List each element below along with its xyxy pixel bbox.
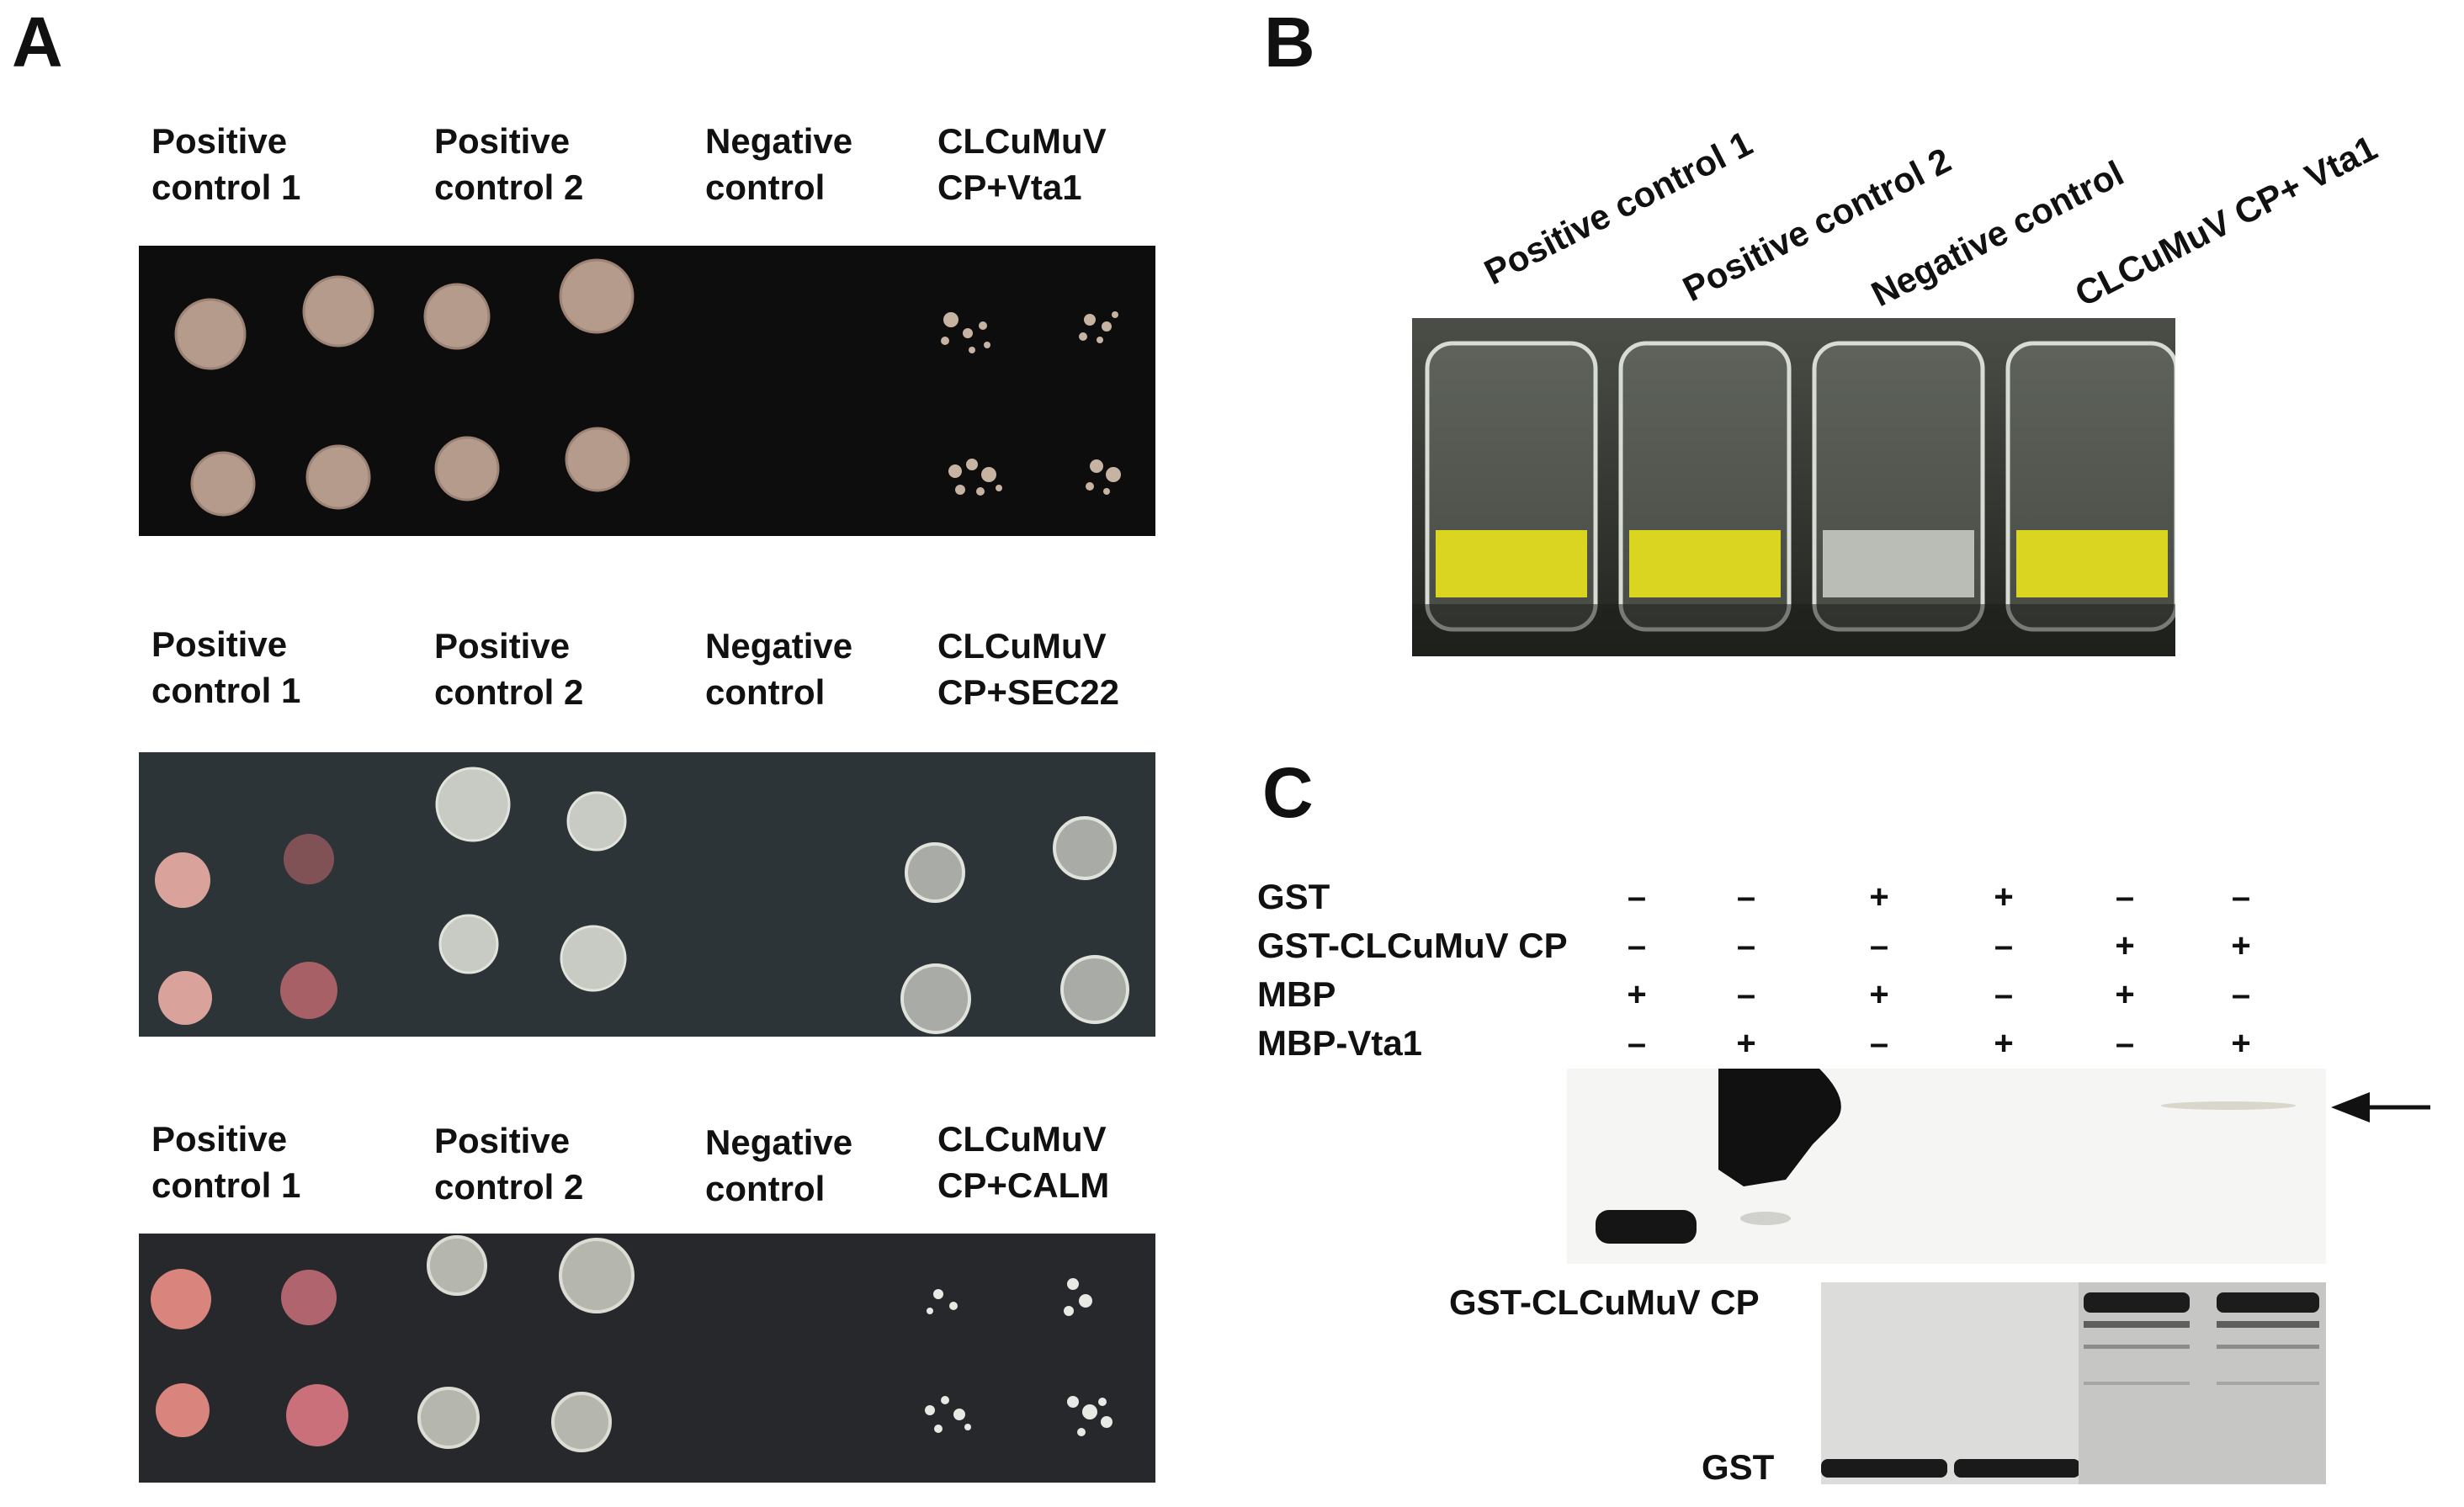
- c-sign-r0-c3: +: [1994, 878, 2014, 915]
- c-sign-r3-c1: +: [1736, 1025, 1756, 1062]
- b-label-test: CLCuMuV CP+ Vta1: [2068, 127, 2383, 315]
- c-sign-r3-c5: +: [2231, 1025, 2251, 1062]
- a3-label-pos2: Positive control 2: [434, 1121, 584, 1207]
- c-sign-r3-c0: –: [1627, 1025, 1647, 1062]
- c-sign-r2-c3: –: [1994, 976, 2014, 1013]
- a2-label-neg: Negative control: [705, 626, 853, 712]
- c-gel-label-bottom: GST: [1702, 1447, 1775, 1487]
- c-sign-r0-c4: –: [2115, 878, 2135, 915]
- c-sign-r0-c5: –: [2231, 878, 2251, 915]
- a1-label-pos1: Positive control 1: [151, 121, 301, 207]
- c-sign-r2-c5: –: [2231, 976, 2251, 1013]
- c-gel-label-top: GST-CLCuMuV CP: [1449, 1282, 1760, 1322]
- a1-label-pos2: Positive control 2: [434, 121, 584, 207]
- c-sign-r0-c2: +: [1869, 878, 1889, 915]
- cuvette-photo: [1412, 318, 2175, 656]
- arrow-icon: [2331, 1090, 2432, 1124]
- panel-c-letter: C: [1262, 753, 1314, 832]
- c-sign-r1-c0: –: [1627, 927, 1647, 964]
- c-sign-r2-c0: +: [1627, 976, 1647, 1013]
- c-sign-r3-c4: –: [2115, 1025, 2135, 1062]
- a3-label-neg: Negative control: [705, 1122, 853, 1208]
- c-sign-r1-c5: +: [2231, 927, 2251, 964]
- c-sign-r1-c1: –: [1736, 927, 1756, 964]
- c-sign-r3-c2: –: [1869, 1025, 1889, 1062]
- c-sign-r2-c1: –: [1736, 976, 1756, 1013]
- panel-a-letter: A: [12, 3, 63, 82]
- c-row-gst-cp: GST-CLCuMuV CP: [1257, 926, 1568, 965]
- c-sign-r3-c3: +: [1994, 1025, 2014, 1062]
- c-sign-r2-c4: +: [2115, 976, 2135, 1013]
- panel-b-letter: B: [1264, 3, 1315, 82]
- c-sign-r0-c1: –: [1736, 878, 1756, 915]
- plate-vta1: [139, 246, 1155, 536]
- a2-label-pos2: Positive control 2: [434, 626, 584, 712]
- western-blot: [1567, 1069, 2326, 1264]
- a1-label-test: CLCuMuV CP+Vta1: [937, 121, 1107, 207]
- a3-label-test: CLCuMuV CP+CALM: [937, 1119, 1110, 1205]
- c-sign-r0-c0: –: [1627, 878, 1647, 915]
- a3-label-pos1: Positive control 1: [151, 1119, 301, 1205]
- a2-label-pos1: Positive control 1: [151, 624, 301, 710]
- c-row-mbp-vta1: MBP-Vta1: [1257, 1023, 1423, 1063]
- c-row-mbp: MBP: [1257, 974, 1336, 1014]
- c-sign-r1-c3: –: [1994, 927, 2014, 964]
- a2-label-test: CLCuMuV CP+SEC22: [937, 626, 1119, 712]
- coomassie-gel: [1821, 1282, 2326, 1484]
- c-sign-r1-c4: +: [2115, 927, 2135, 964]
- c-row-gst: GST: [1257, 877, 1330, 916]
- c-sign-r1-c2: –: [1869, 927, 1889, 964]
- c-sign-r2-c2: +: [1869, 976, 1889, 1013]
- a1-label-neg: Negative control: [705, 121, 853, 207]
- plate-sec22: [139, 752, 1155, 1037]
- plate-calm: [139, 1234, 1155, 1483]
